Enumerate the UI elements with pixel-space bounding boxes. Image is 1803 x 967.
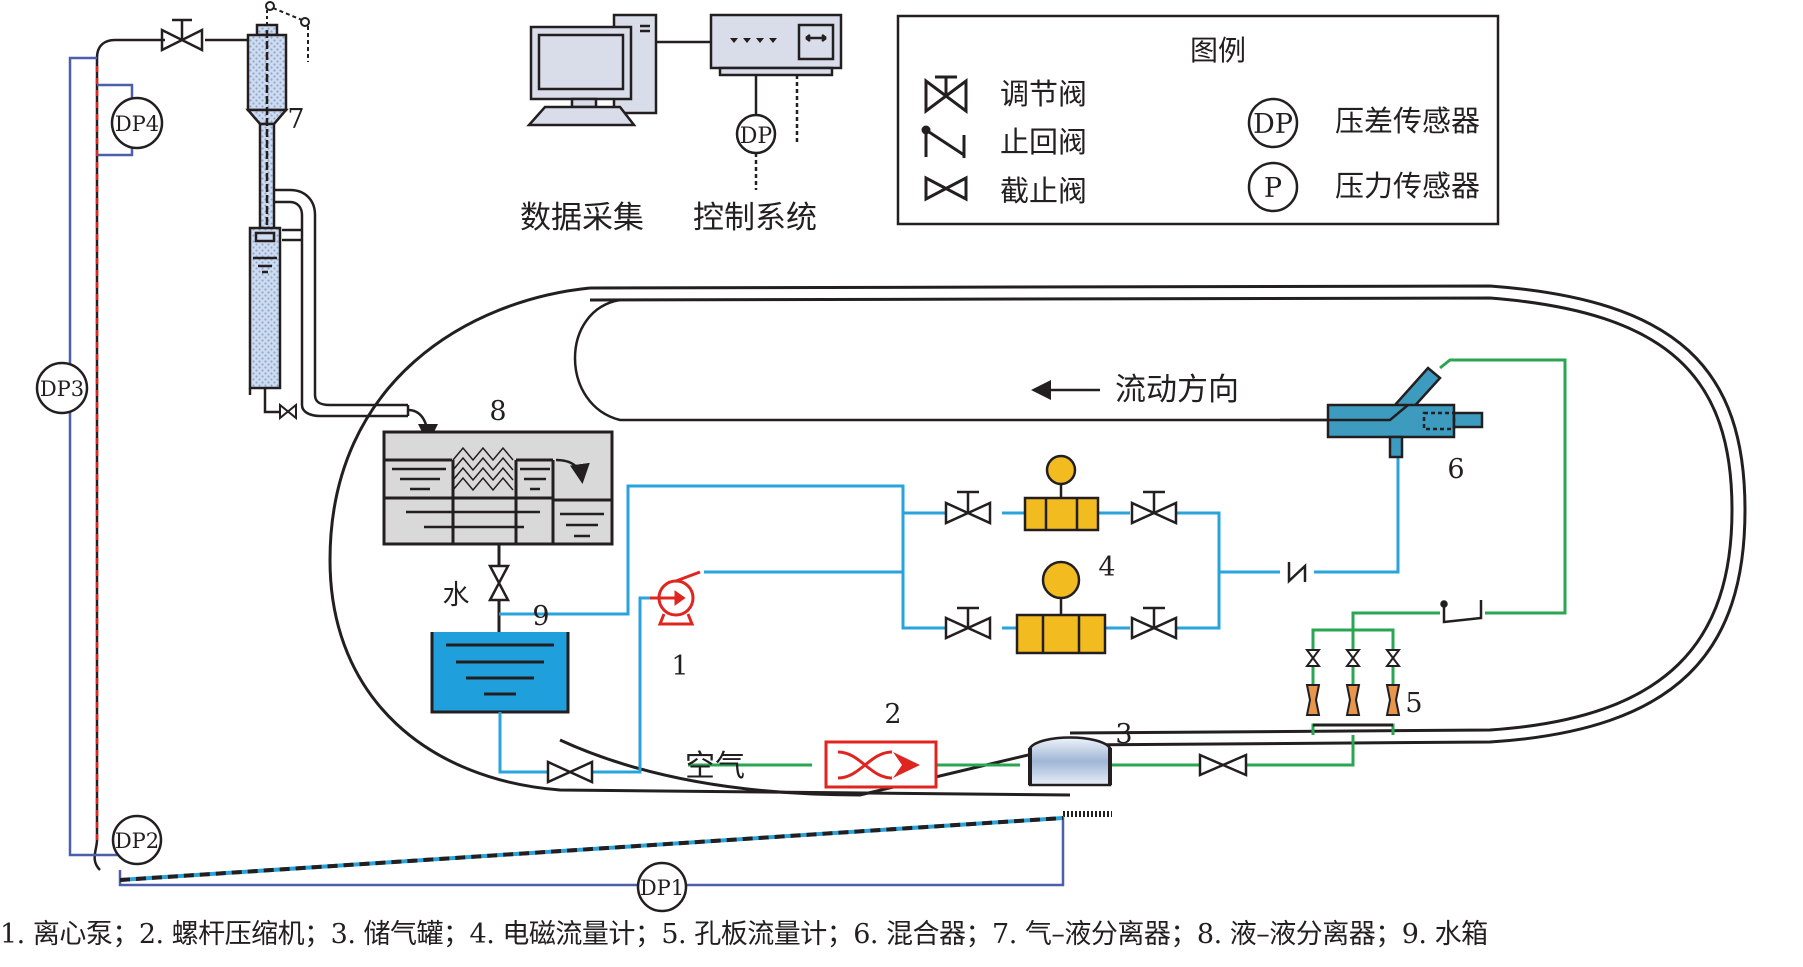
svg-text:DP3: DP3 bbox=[40, 377, 84, 401]
dp2-sensor: DP2 bbox=[111, 814, 163, 866]
air-shutoff-valve bbox=[1198, 753, 1248, 777]
water-label: 水 bbox=[443, 580, 470, 611]
computer-icon bbox=[526, 13, 658, 127]
svg-text:DP1: DP1 bbox=[640, 876, 684, 900]
svg-text:P: P bbox=[1264, 173, 1282, 204]
dp3-sensor: DP3 bbox=[35, 361, 89, 415]
top-regulating-valve bbox=[160, 18, 204, 53]
legend-label-dp-sensor: 压差传感器 bbox=[1335, 104, 1480, 138]
drain-valve bbox=[279, 402, 297, 421]
flow-direction-label: 流动方向 bbox=[1115, 372, 1239, 408]
legend-label-shutoff-valve: 截止阀 bbox=[1000, 174, 1087, 208]
flowmeter-branch-upper bbox=[944, 454, 1178, 532]
mixer bbox=[1280, 366, 1484, 459]
shutoff-valve-icon bbox=[924, 175, 968, 202]
control-system-label: 控制系统 bbox=[693, 200, 817, 236]
air-label: 空气 bbox=[685, 749, 745, 784]
water-tank bbox=[430, 632, 570, 714]
label-mixer-6: 6 bbox=[1447, 454, 1464, 485]
label-flowmeter-4: 4 bbox=[1098, 552, 1115, 583]
figure-caption: 1. 离心泵；2. 螺杆压缩机；3. 储气罐；4. 电磁流量计；5. 孔板流量计… bbox=[0, 919, 1488, 950]
label-gl-separator-7: 7 bbox=[287, 104, 304, 135]
svg-text:DP: DP bbox=[1253, 109, 1293, 140]
screw-compressor bbox=[824, 740, 938, 789]
data-acquisition-label: 数据采集 bbox=[520, 200, 644, 236]
legend-title: 图例 bbox=[1190, 34, 1246, 67]
legend: 图例 调节阀 止回阀 截止阀 DP 压差传感器 P 压力传感器 bbox=[896, 14, 1500, 226]
separator-linkage bbox=[265, 1, 310, 62]
gas-liquid-separator bbox=[245, 23, 289, 414]
pressure-sensor-icon: P bbox=[1247, 161, 1299, 213]
tank-outlet-shutoff-valve bbox=[546, 760, 594, 784]
regulating-valve-upper-right bbox=[1130, 490, 1178, 525]
label-pump-1: 1 bbox=[671, 651, 688, 682]
centrifugal-pump bbox=[650, 570, 701, 626]
label-ll-separator-8: 8 bbox=[489, 396, 506, 427]
dp4-sensor: DP4 bbox=[110, 96, 164, 150]
label-orifice-5: 5 bbox=[1405, 688, 1422, 719]
control-dp-sensor: DP bbox=[735, 113, 777, 155]
svg-text:DP2: DP2 bbox=[115, 829, 159, 853]
dp1-line-dashed bbox=[119, 816, 1064, 882]
water-check-valve bbox=[1287, 562, 1307, 584]
svg-text:DP4: DP4 bbox=[115, 112, 159, 136]
water-lines bbox=[498, 452, 1400, 774]
flowmeter-branch-lower bbox=[944, 560, 1178, 655]
dp-sensor-icon: DP bbox=[1247, 97, 1299, 149]
legend-frame bbox=[896, 14, 1500, 226]
control-unit-icon bbox=[709, 13, 843, 77]
orifice-flowmeters bbox=[1305, 649, 1401, 716]
liquid-liquid-separator bbox=[382, 430, 614, 546]
sensor-lines bbox=[68, 56, 1065, 887]
regulating-valve-lower-left bbox=[944, 606, 992, 640]
label-compressor-2: 2 bbox=[884, 699, 901, 730]
air-storage-tank bbox=[1028, 736, 1112, 787]
air-check-valve bbox=[1440, 600, 1483, 624]
regulating-valve-upper-left bbox=[944, 490, 992, 525]
separator-outlet-pipe bbox=[274, 188, 438, 444]
label-air-tank-3: 3 bbox=[1115, 719, 1132, 750]
test-pipe-loop bbox=[328, 284, 1747, 797]
legend-label-regulating-valve: 调节阀 bbox=[1000, 77, 1087, 111]
label-water-tank-9: 9 bbox=[532, 601, 549, 632]
magnetic-flowmeter-upper bbox=[1023, 454, 1100, 532]
check-valve-icon bbox=[921, 125, 966, 158]
legend-label-pressure-sensor: 压力传感器 bbox=[1335, 169, 1480, 203]
svg-text:DP: DP bbox=[740, 124, 773, 149]
legend-label-check-valve: 止回阀 bbox=[1000, 125, 1087, 159]
regulating-valve-icon bbox=[924, 75, 968, 114]
regulating-valve-lower-right bbox=[1130, 606, 1178, 640]
dp1-sensor: DP1 bbox=[636, 861, 688, 913]
riser-pipe bbox=[93, 38, 248, 871]
water-shutoff-valve bbox=[487, 564, 511, 602]
component-numbers: 1 2 3 4 5 6 7 8 9 bbox=[287, 104, 1464, 750]
magnetic-flowmeter-lower bbox=[1015, 560, 1107, 655]
